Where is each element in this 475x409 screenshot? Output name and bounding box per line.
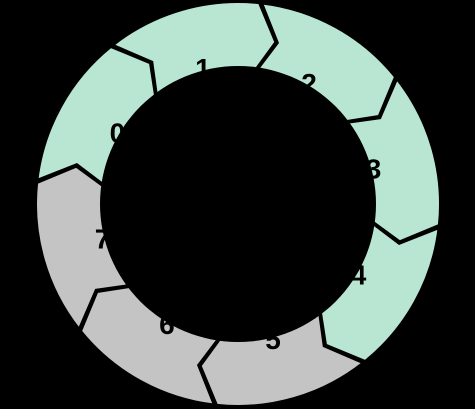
segment-6-label: 6 (159, 309, 175, 340)
segment-1-label: 1 (195, 53, 211, 84)
ring-segments (35, 1, 441, 407)
center-hole (100, 66, 376, 342)
segment-labels: 0 1 2 3 4 5 6 7 (95, 53, 382, 355)
segment-4-label: 4 (351, 260, 367, 291)
segment-5-label: 5 (265, 324, 281, 355)
segment-2-label: 2 (301, 68, 317, 99)
segment-0-label: 0 (110, 117, 126, 148)
segment-3-label: 3 (366, 153, 382, 184)
segment-7-label: 7 (95, 224, 111, 255)
